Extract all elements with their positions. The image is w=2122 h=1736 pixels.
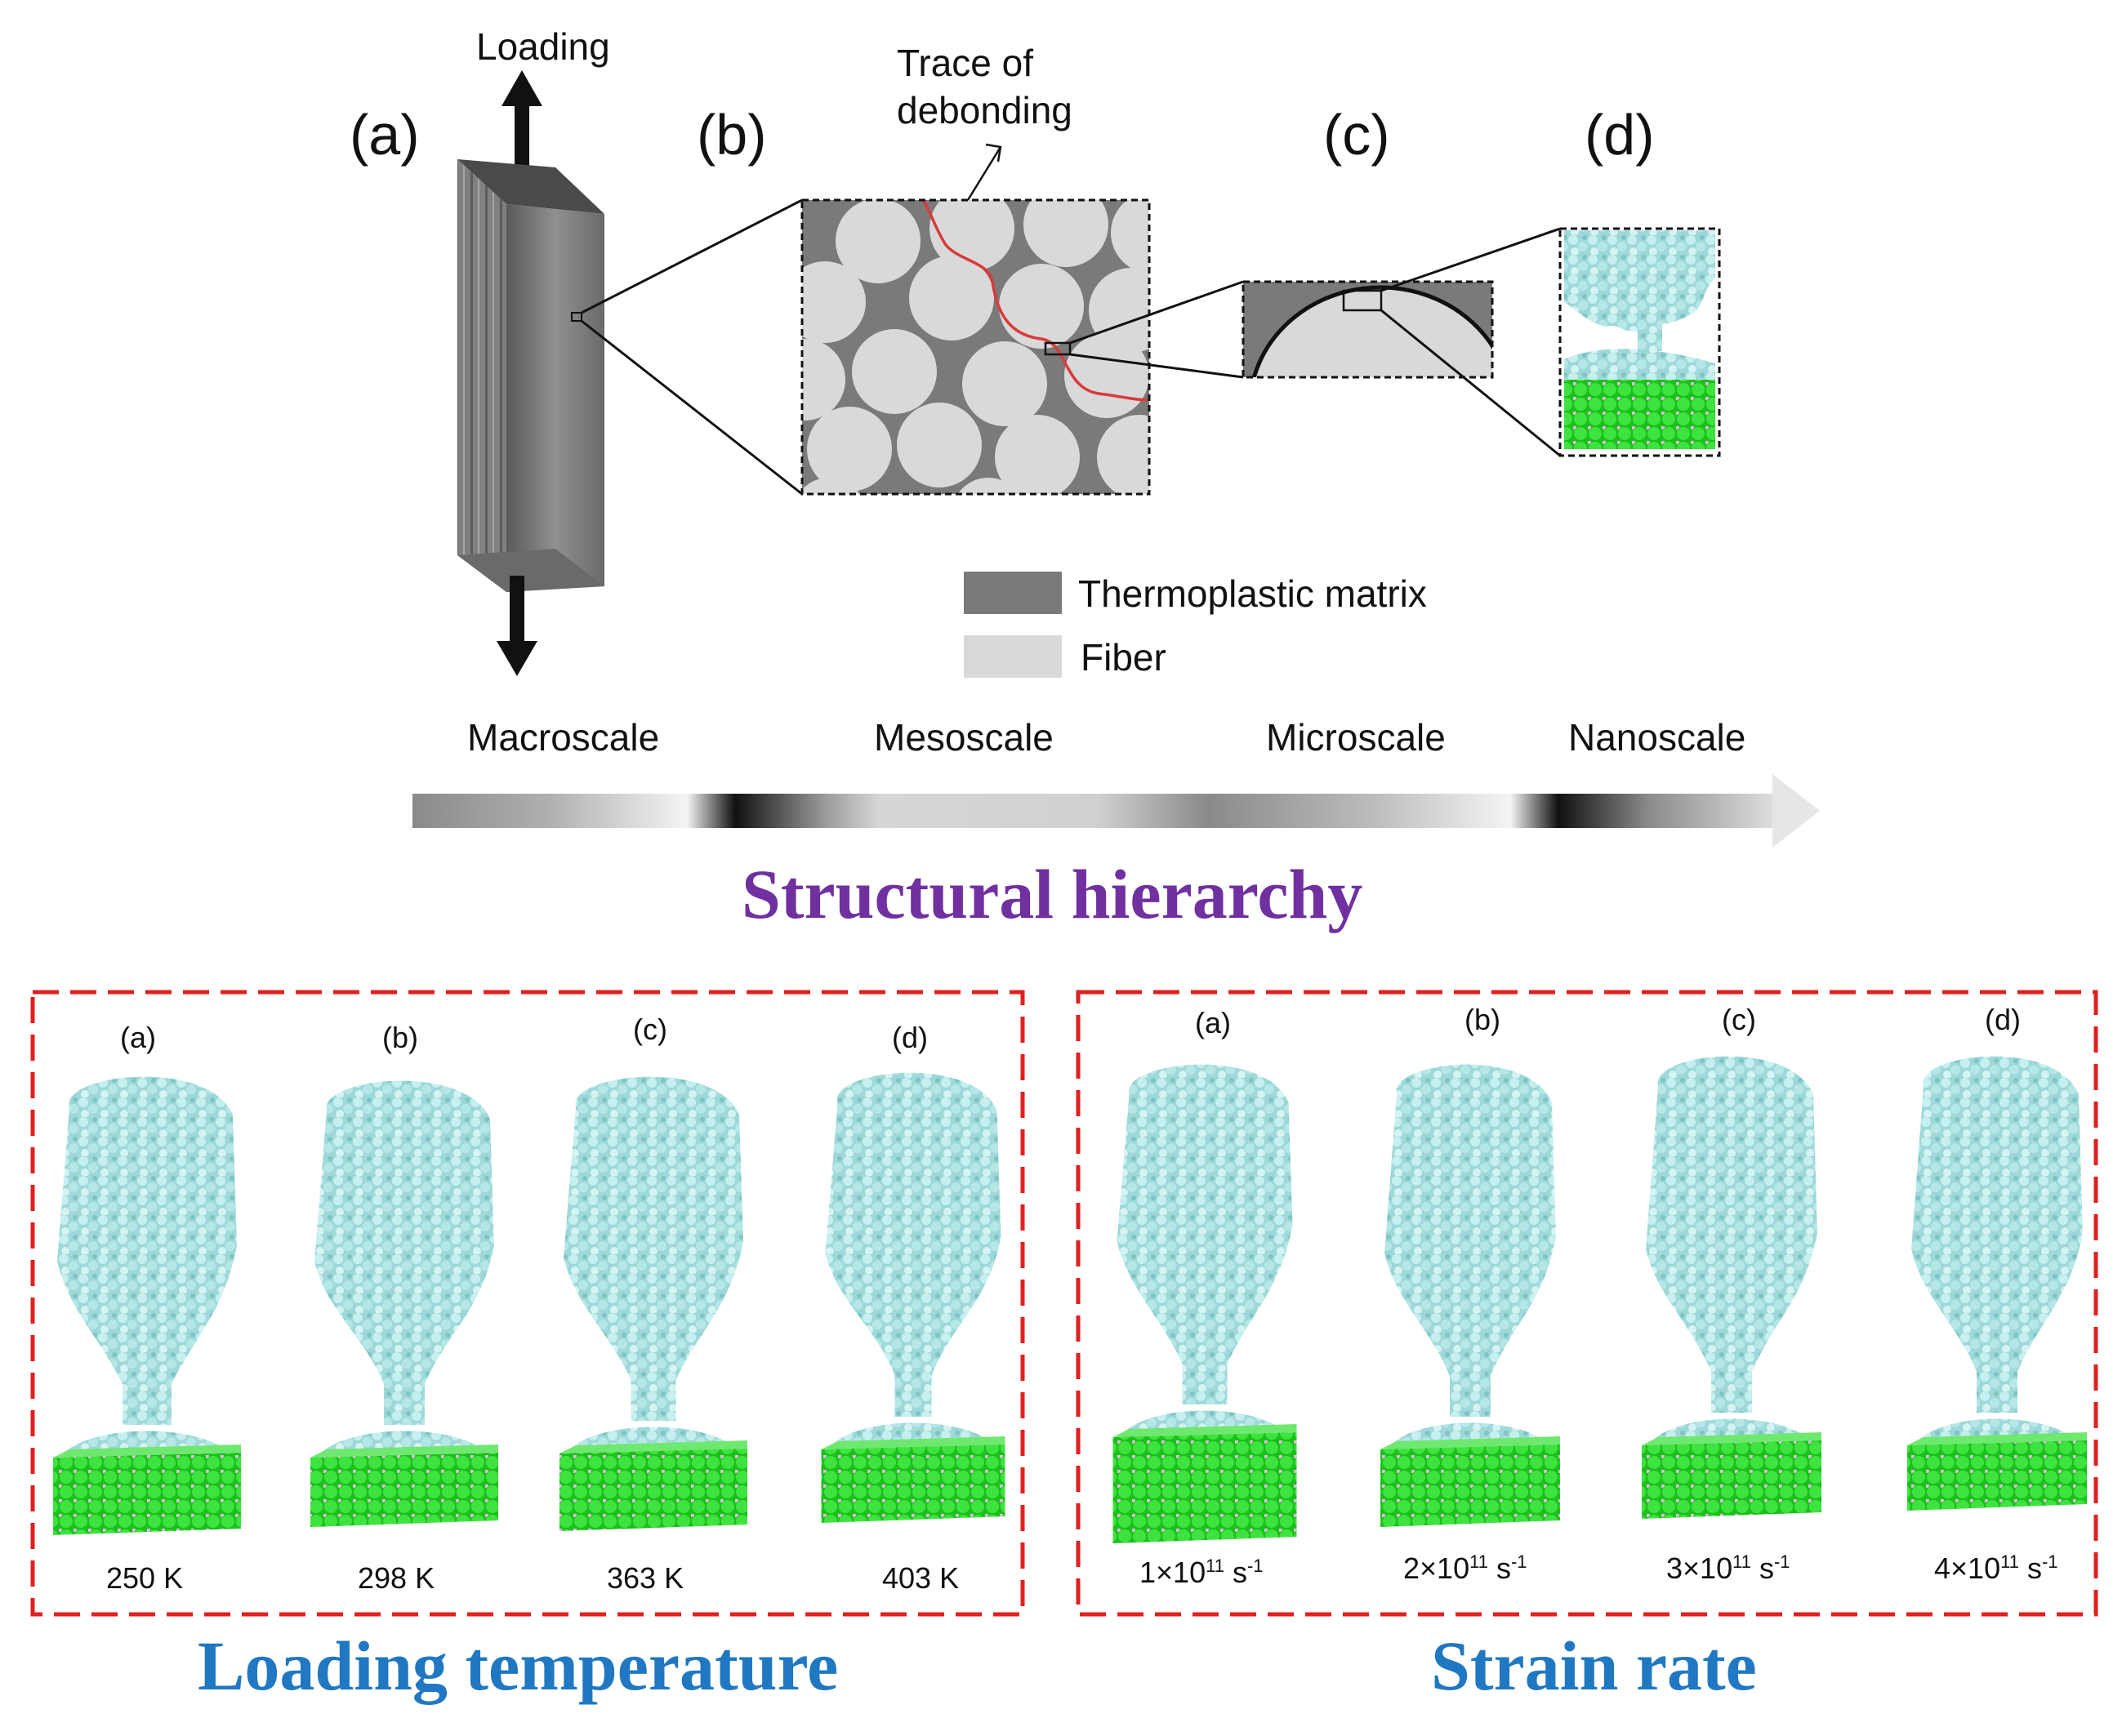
pointer-arrowhead: [985, 143, 1002, 162]
loading-arrow-down: [497, 576, 537, 676]
temp-value-403: 403 K: [882, 1561, 960, 1595]
temp-value-298: 298 K: [358, 1561, 435, 1595]
zoom-line: [1380, 309, 1561, 457]
md-snapshot-rate-1: [1112, 1064, 1297, 1543]
md-snapshot-298K: [310, 1080, 498, 1527]
legend-fiber-swatch: [964, 635, 1062, 678]
temperature-frame: [30, 990, 1025, 1617]
panel-label-a: (a): [350, 103, 420, 167]
nanoscale-panel: [1558, 227, 1721, 457]
rate-label-a: (a): [1195, 1006, 1231, 1039]
rate-value-3: 3×1011 s-1: [1666, 1551, 1790, 1585]
rate-label-c: (c): [1722, 1003, 1756, 1036]
rate-value-1: 1×1011 s-1: [1139, 1556, 1264, 1589]
panel-label-d: (d): [1585, 103, 1655, 167]
mesoscale-panel: [800, 198, 1151, 496]
strain-rate-frame: [1076, 990, 2098, 1617]
loading-arrow-up: [502, 70, 542, 184]
md-snapshot-rate-4: [1907, 1056, 2087, 1511]
composite-bar: [457, 159, 604, 592]
legend-matrix-label: Thermoplastic matrix: [1078, 572, 1427, 615]
rate-label-b: (b): [1464, 1003, 1500, 1036]
zoom-box-b: [1044, 341, 1072, 356]
temperature-title: Loading temperature: [198, 1627, 839, 1705]
temp-value-250: 250 K: [106, 1561, 184, 1595]
hierarchy-title: Structural hierarchy: [742, 855, 1363, 933]
zoom-line: [1069, 353, 1244, 379]
legend-matrix-swatch: [964, 572, 1062, 614]
temp-label-a: (a): [120, 1021, 156, 1054]
hierarchy-arrow: [412, 774, 1820, 848]
trace-label-line2: debonding: [897, 89, 1072, 131]
loading-label: Loading: [476, 25, 610, 68]
strain-rate-title: Strain rate: [1431, 1627, 1757, 1705]
temp-label-d: (d): [892, 1021, 928, 1054]
md-snapshot-363K: [559, 1076, 747, 1531]
zoom-box-c: [1342, 289, 1383, 312]
md-snapshot-403K: [821, 1072, 1005, 1523]
scale-micro: Microscale: [1266, 716, 1446, 759]
microscale-panel: [1242, 280, 1494, 379]
temp-value-363: 363 K: [607, 1561, 684, 1595]
rate-label-d: (d): [1985, 1003, 2021, 1036]
debonding-trace: [921, 199, 1148, 402]
legend-fiber-label: Fiber: [1081, 636, 1166, 679]
scale-macro: Macroscale: [467, 716, 660, 759]
zoom-line: [581, 198, 803, 314]
temp-label-c: (c): [633, 1013, 667, 1046]
md-snapshot-250K: [53, 1076, 241, 1535]
panel-label-b: (b): [697, 103, 767, 167]
rate-value-2: 2×1011 s-1: [1403, 1551, 1527, 1585]
temp-label-b: (b): [382, 1021, 418, 1054]
pointer-line: [966, 146, 1002, 201]
rate-value-4: 4×1011 s-1: [1934, 1551, 2058, 1585]
zoom-line: [581, 319, 803, 496]
md-snapshot-rate-2: [1380, 1064, 1560, 1527]
zoom-line: [1380, 227, 1561, 292]
scale-nano: Nanoscale: [1568, 716, 1746, 759]
md-snapshot-rate-3: [1642, 1056, 1821, 1519]
zoom-box-a: [571, 312, 582, 322]
panel-label-c: (c): [1323, 103, 1390, 167]
trace-label-line1: Trace of: [897, 42, 1034, 84]
scale-meso: Mesoscale: [874, 716, 1054, 759]
zoom-line: [1069, 280, 1244, 345]
